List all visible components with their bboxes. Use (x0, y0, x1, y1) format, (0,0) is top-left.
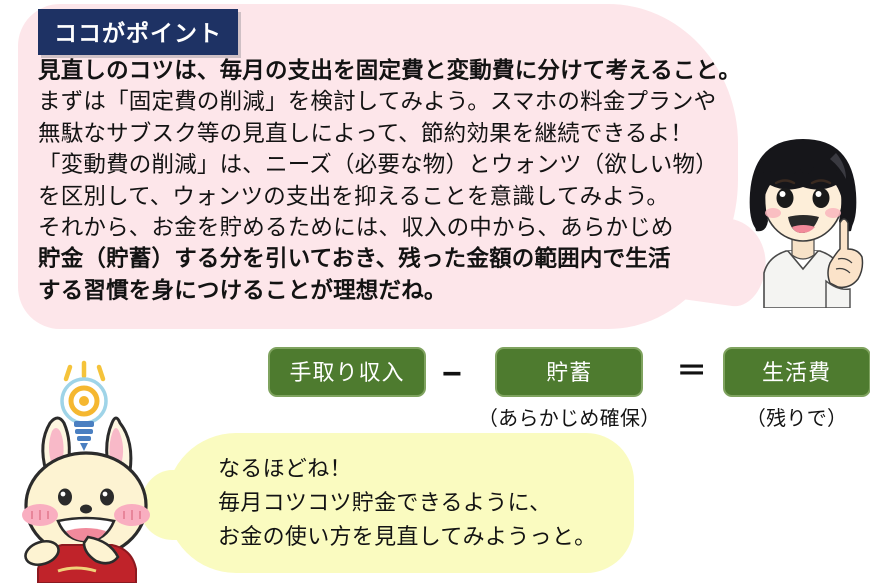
girl-eyebrow-left (774, 179, 796, 185)
rabbit-paw-left (24, 539, 60, 567)
girl-eye-glint-right (815, 191, 822, 197)
yellow-line-1: なるほどね！ (218, 456, 352, 481)
section-badge: ココがポイント (38, 9, 238, 55)
girl-pointing-character (749, 139, 864, 308)
rabbit-paw-right (82, 535, 120, 565)
formula-box-income: 手取り収入 (268, 347, 426, 397)
formula-note-living-cost: （残りで） (745, 408, 848, 430)
pink-speech-bubble (18, 4, 738, 329)
rabbit-eye-left (58, 488, 72, 506)
rabbit-cheek-lines (31, 510, 141, 520)
formula-operator-minus: − (442, 355, 462, 393)
yellow-line-3: お金の使い方を見直してみようっと。 (218, 524, 597, 549)
girl-eyebrow-right (810, 179, 832, 185)
formula-box-living-cost: 生活費 (722, 347, 870, 397)
rabbit-nose (80, 504, 92, 514)
rabbit-eye-glint-right (102, 491, 108, 497)
pink-bubble-text: 見直しのコツは、毎月の支出を固定費と変動費に分けて考えること。 まずは「固定費の… (38, 55, 742, 306)
pink-line-6: それから、お金を貯めるためには、収入の中から、あらかじめ (38, 215, 674, 241)
girl-pointing-hand (827, 218, 864, 289)
girl-hair-highlight (830, 153, 846, 179)
pink-line-3: 無駄なサブスク等の見直しによって、節約効果を継続できるよ！ (38, 120, 693, 146)
pink-line-2: まずは「固定費の削減」を検討してみよう。スマホの料金プランや (38, 89, 717, 115)
idea-sparks-icon (63, 360, 106, 382)
rabbit-eye-right (100, 488, 114, 506)
formula-term-living-cost: 生活費 （残りで） (722, 347, 870, 431)
girl-sleeve (825, 279, 851, 308)
girl-hand-crease-1 (837, 257, 853, 264)
girl-hand-crease-2 (835, 267, 851, 274)
formula-term-savings: 貯蓄 （あらかじめ確保） (478, 347, 661, 431)
girl-eye-left (776, 188, 794, 208)
girl-cheek-right (825, 208, 841, 218)
rabbit-outfit-pattern (57, 566, 97, 573)
girl-eye-glint-left (779, 191, 786, 197)
pink-line-5: を区別して、ウォンツの支出を抑えることを意識してみよう。 (38, 183, 670, 209)
section-badge-label: ココがポイント (54, 20, 222, 46)
girl-bangs (758, 141, 848, 179)
girl-cheek-left (765, 208, 781, 218)
yellow-line-2: 毎月コツコツ貯金できるように、 (218, 490, 552, 515)
formula-term-income: 手取り収入 (268, 347, 426, 402)
lightbulb-icon (60, 377, 108, 451)
pink-line-8: する習慣を身につけることが理想だね。 (38, 277, 447, 303)
pink-line-4: 「変動費の削減」は、ニーズ（必要な物）とウォンツ（欲しい物） (38, 152, 718, 178)
yellow-speech-bubble (166, 433, 634, 573)
formula-box-savings: 貯蓄 (495, 347, 644, 397)
girl-side-lock-left (753, 183, 768, 232)
yellow-bubble-text: なるほどね！ 毎月コツコツ貯金できるように、 お金の使い方を見直してみようっと。 (218, 452, 596, 554)
rabbit-mascot-character (22, 360, 150, 583)
formula-operator-equals: ＝ (676, 355, 707, 388)
rabbit-eye-glint-left (60, 491, 66, 497)
girl-eye-right (812, 188, 830, 208)
pink-line-7: 貯金（貯蓄）する分を引いておき、残った金額の範囲内で生活 (38, 246, 671, 272)
savings-formula: 手取り収入 − 貯蓄 （あらかじめ確保） ＝ 生活費 （残りで） (268, 347, 870, 431)
formula-note-savings: （あらかじめ確保） (477, 408, 661, 430)
girl-tongue (792, 225, 815, 233)
pink-line-1: 見直しのコツは、毎月の支出を固定費と変動費に分けて考えること。 (38, 58, 742, 83)
